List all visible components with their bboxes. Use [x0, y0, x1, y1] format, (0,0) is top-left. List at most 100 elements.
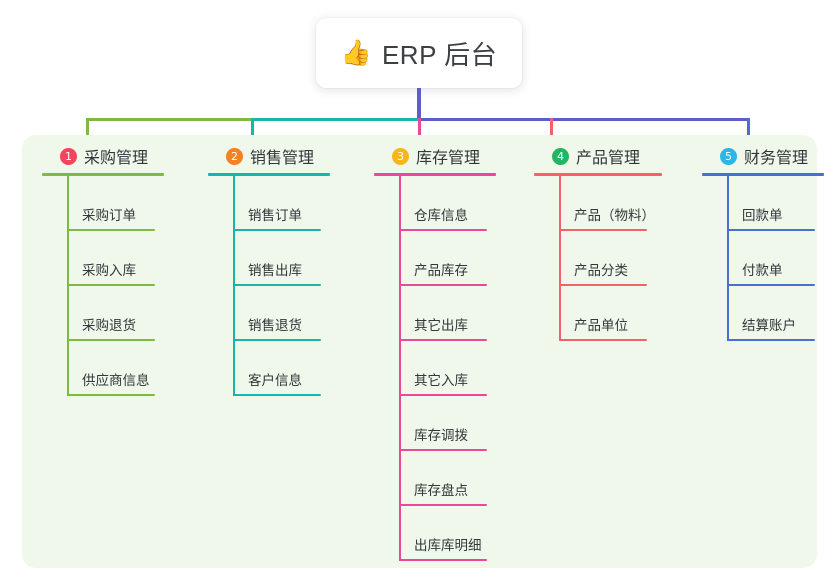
connector-drop-3	[418, 118, 421, 146]
list-item-rule	[559, 229, 647, 231]
list-item-label: 其它入库	[414, 373, 468, 388]
list-item-rule	[559, 339, 647, 341]
column-header-rule	[702, 173, 824, 176]
list-item-label: 采购入库	[82, 263, 136, 278]
column-number-badge: 3	[392, 147, 409, 165]
list-item[interactable]: 采购退货	[67, 286, 192, 341]
page-title: ERP 后台	[381, 39, 498, 70]
column-header-inventory[interactable]: 3 库存管理	[374, 143, 524, 169]
list-item-label: 产品库存	[414, 263, 468, 278]
list-item-rule	[399, 229, 487, 231]
list-item[interactable]: 采购入库	[67, 231, 192, 286]
column-spine	[399, 176, 401, 561]
list-item[interactable]: 付款单	[727, 231, 839, 286]
column-header-product[interactable]: 4 产品管理	[534, 143, 684, 169]
list-item-label: 产品单位	[574, 318, 628, 333]
root-node-card[interactable]: 👍 ERP 后台	[316, 18, 522, 88]
connector-bar-teal	[252, 118, 420, 121]
list-item-rule	[727, 339, 815, 341]
list-item[interactable]: 产品单位	[559, 286, 684, 341]
column-spine	[67, 176, 69, 396]
list-item[interactable]: 客户信息	[233, 341, 358, 396]
list-item[interactable]: 销售退货	[233, 286, 358, 341]
column-title: 库存管理	[416, 150, 481, 167]
list-item[interactable]: 仓库信息	[399, 176, 524, 231]
column-purchase: 1 采购管理采购订单采购入库采购退货供应商信息	[42, 143, 192, 396]
column-header-purchase[interactable]: 1 采购管理	[42, 143, 192, 169]
list-item-label: 产品分类	[574, 263, 628, 278]
list-item-label: 其它出库	[414, 318, 468, 333]
list-item-label: 出库库明细	[414, 538, 482, 553]
list-item-label: 销售订单	[248, 208, 302, 223]
column-title: 产品管理	[576, 150, 641, 167]
list-item-label: 客户信息	[248, 373, 302, 388]
list-item[interactable]: 库存调拨	[399, 396, 524, 451]
column-number-badge: 1	[60, 147, 77, 165]
thumbs-up-icon: 👍	[340, 38, 372, 67]
list-item[interactable]: 库存盘点	[399, 451, 524, 506]
list-item[interactable]: 产品分类	[559, 231, 684, 286]
column-spine	[233, 176, 235, 396]
list-item-rule	[233, 284, 321, 286]
list-item-rule	[399, 284, 487, 286]
list-item-label: 库存调拨	[414, 428, 468, 443]
column-title: 采购管理	[84, 150, 149, 167]
list-item-label: 采购退货	[82, 318, 136, 333]
list-item-label: 仓库信息	[414, 208, 468, 223]
list-item-rule	[399, 339, 487, 341]
list-item-label: 采购订单	[82, 208, 136, 223]
list-item-rule	[67, 229, 155, 231]
list-item-label: 库存盘点	[414, 483, 468, 498]
column-number-badge: 5	[720, 147, 737, 165]
list-item-label: 销售出库	[248, 263, 302, 278]
list-item[interactable]: 采购订单	[67, 176, 192, 231]
column-inventory: 3 库存管理仓库信息产品库存其它出库其它入库库存调拨库存盘点出库库明细	[374, 143, 524, 561]
list-item[interactable]: 销售订单	[233, 176, 358, 231]
column-number-badge: 2	[226, 147, 243, 165]
list-item-rule	[399, 394, 487, 396]
column-header-rule	[42, 173, 164, 176]
connector-drop-2	[251, 118, 254, 146]
connector-drop-5	[747, 118, 750, 146]
column-sales: 2 销售管理销售订单销售出库销售退货客户信息	[208, 143, 358, 396]
column-items-inventory: 仓库信息产品库存其它出库其它入库库存调拨库存盘点出库库明细	[399, 176, 524, 561]
column-header-rule	[534, 173, 662, 176]
connector-drop-4	[550, 118, 553, 146]
list-item[interactable]: 其它出库	[399, 286, 524, 341]
list-item[interactable]: 供应商信息	[67, 341, 192, 396]
list-item[interactable]: 回款单	[727, 176, 839, 231]
column-spine	[559, 176, 561, 341]
list-item-label: 回款单	[742, 208, 783, 223]
list-item-label: 付款单	[742, 263, 783, 278]
column-items-purchase: 采购订单采购入库采购退货供应商信息	[67, 176, 192, 396]
list-item[interactable]: 产品库存	[399, 231, 524, 286]
list-item-rule	[233, 339, 321, 341]
connector-drop-1	[86, 118, 89, 146]
column-number-badge: 4	[552, 147, 569, 165]
list-item-rule	[727, 229, 815, 231]
column-title: 销售管理	[250, 150, 315, 167]
list-item[interactable]: 出库库明细	[399, 506, 524, 561]
list-item[interactable]: 销售出库	[233, 231, 358, 286]
list-item-rule	[399, 559, 487, 561]
list-item-rule	[399, 449, 487, 451]
list-item[interactable]: 其它入库	[399, 341, 524, 396]
list-item-label: 结算账户	[742, 318, 796, 333]
list-item-label: 产品（物料）	[574, 208, 655, 223]
connector-bar-blue	[418, 118, 750, 121]
list-item-rule	[399, 504, 487, 506]
list-item[interactable]: 结算账户	[727, 286, 839, 341]
list-item-rule	[67, 339, 155, 341]
list-item-rule	[67, 284, 155, 286]
column-spine	[727, 176, 729, 341]
list-item-rule	[727, 284, 815, 286]
column-product: 4 产品管理产品（物料） 产品分类产品单位	[534, 143, 684, 341]
list-item-label: 供应商信息	[82, 373, 150, 388]
connector-bar-green	[86, 118, 254, 121]
column-items-sales: 销售订单销售出库销售退货客户信息	[233, 176, 358, 396]
list-item-rule	[233, 229, 321, 231]
column-header-sales[interactable]: 2 销售管理	[208, 143, 358, 169]
list-item[interactable]: 产品（物料）	[559, 176, 684, 231]
